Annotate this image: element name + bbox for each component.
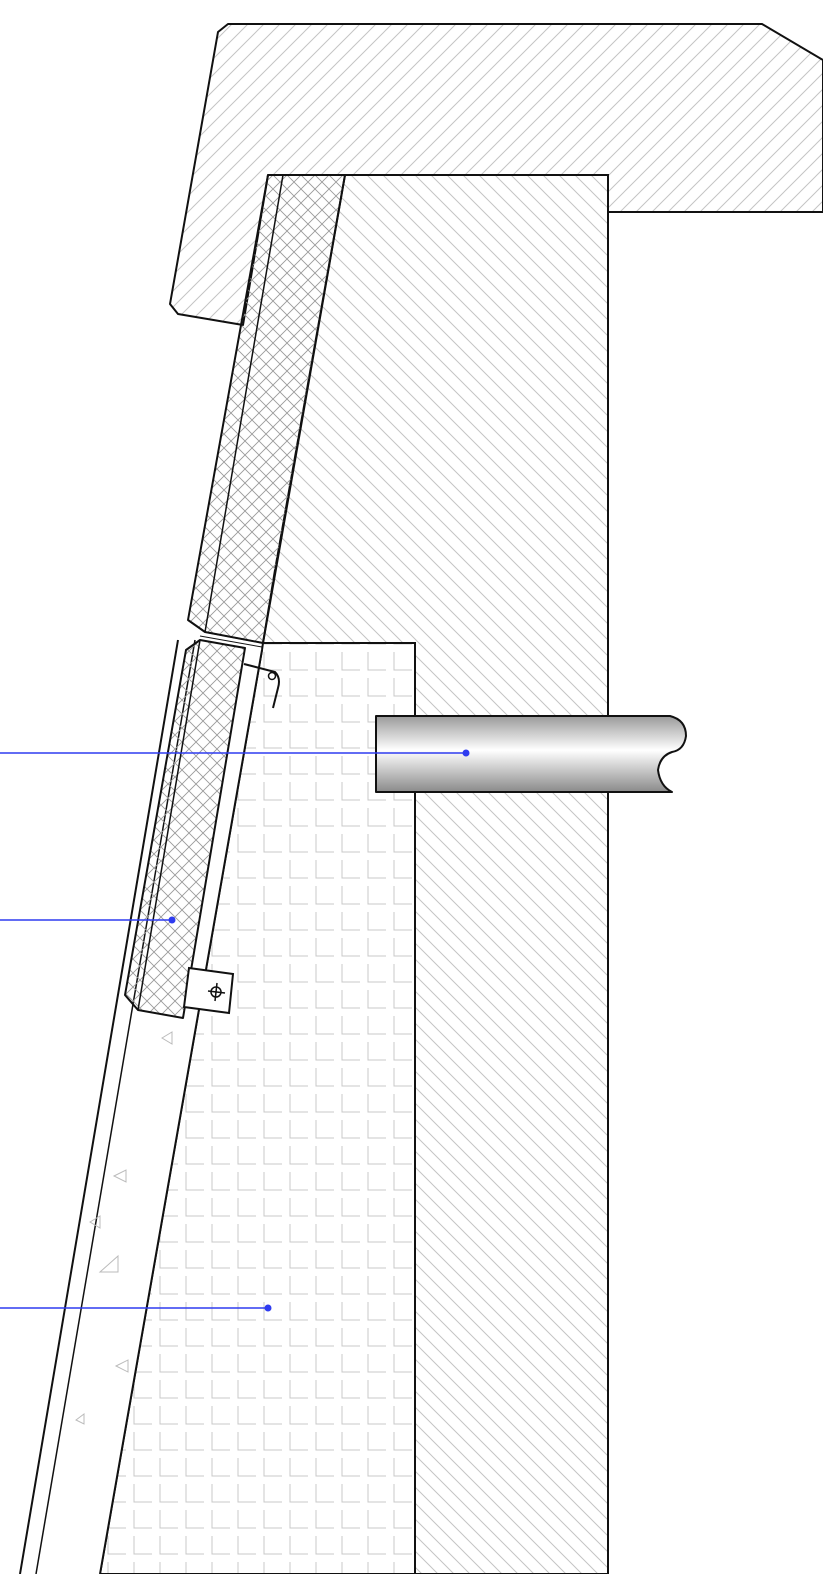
gap-joint (187, 619, 264, 644)
leader-insulation-dot (264, 1304, 272, 1312)
cladding-inner-line (99, 649, 263, 1574)
leader-lines (0, 749, 470, 1312)
leader-facade-panel-dot (168, 916, 176, 924)
lower-insulation-block (98, 642, 416, 1574)
hook-bracket (243, 663, 280, 709)
gap-joint-lower (199, 635, 263, 648)
cladding-outer-line (19, 639, 179, 1574)
hook-bracket-bolt (267, 671, 277, 681)
anchor-screw-icon (207, 982, 226, 1002)
upper-wedge-inner-line (204, 174, 284, 633)
leader-pipe-dot (462, 749, 470, 757)
aggregate-speckles (75, 1031, 173, 1425)
facade-panel-inner-line (137, 639, 201, 1011)
wall-penetrating-pipe (375, 715, 687, 793)
